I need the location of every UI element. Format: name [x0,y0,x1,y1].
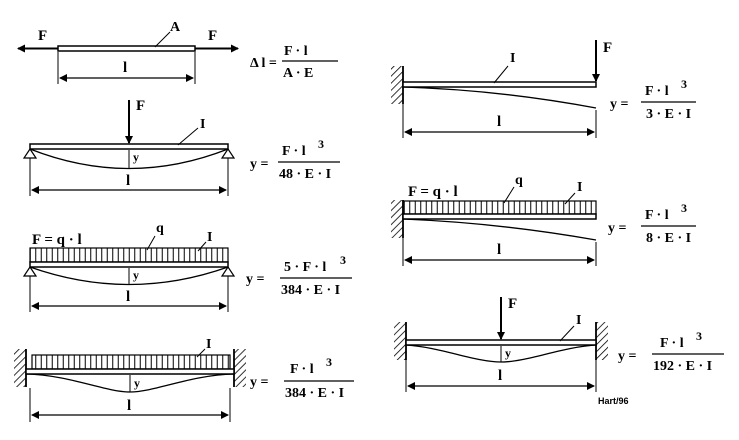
svg-text:y =: y = [246,272,265,287]
deflection-curve [402,218,597,241]
wall [391,66,403,104]
svg-text:F · l: F · l [290,362,314,377]
cantilever-uniform-formula: y = F · l 3 8 · E · I [608,201,696,246]
deflection-curve [29,148,229,170]
deflection-label: y [133,150,139,164]
fixed-point-formula: y = F · l 3 192 · E · I [618,329,724,374]
beam [405,339,597,346]
svg-text:F · l: F · l [282,144,306,159]
distributed-load [402,200,597,215]
cantilever-point-formula: y = F · l 3 3 · E · I [610,77,696,122]
inertia-label: I [576,313,581,328]
area-leader [154,31,171,48]
beam [25,368,235,375]
svg-text:A · E: A · E [283,66,313,81]
inertia-label: I [510,51,515,66]
force-label: F [603,40,612,56]
inertia-leader [177,127,199,146]
load-label: q [515,173,523,188]
beam [402,81,597,88]
svg-text:F · l: F · l [660,336,684,351]
axial-formula: Δ l = F · l A · E [250,44,338,81]
deflection-label: y [133,268,139,282]
simple-beam-uniform-load-case: F = q · l q I y l y = 5 · F · l 3 384 · … [22,221,352,312]
length-label: l [497,242,501,258]
wall-left [14,349,26,387]
deflection-curve [402,86,597,109]
svg-text:y =: y = [608,221,627,236]
svg-text:y =: y = [250,157,269,172]
force-label-right: F [208,28,217,44]
inertia-label: I [207,230,212,245]
inertia-label: I [206,337,211,352]
cantilever-point-load-case: F I l y = F · l 3 3 · E · I [391,40,696,138]
length-label: l [126,173,130,189]
svg-text:F · l: F · l [645,84,669,99]
svg-text:3: 3 [681,77,687,91]
axial-bar-case: F F A l Δ l = F · l A · E [17,20,338,84]
fixed-beam-uniform-load-case: I y l y = F · l 3 384 · E · I [14,337,354,422]
length-label: l [498,368,502,384]
wall-left [394,322,406,360]
wall [391,200,403,238]
svg-text:192 · E · I: 192 · E · I [653,359,712,374]
load-label: q [156,221,164,236]
load-equation: F = q · l [408,184,458,200]
svg-text:3: 3 [696,329,702,343]
wall-right [234,349,246,387]
area-label: A [170,20,181,35]
svg-text:3: 3 [326,355,332,369]
simple-uniform-formula: y = 5 · F · l 3 384 · E · I [246,253,352,298]
deflection-label: y [134,376,140,390]
svg-text:3 · E · I: 3 · E · I [646,107,691,122]
fixed-uniform-formula: y = F · l 3 384 · E · I [250,355,354,401]
simple-point-formula: y = F · l 3 48 · E · I [250,137,340,182]
beam [29,261,229,268]
fixed-beam-point-load-case: F I y l y = F · l 3 192 · E · I [394,296,724,392]
signature: Hart/96 [598,396,629,406]
svg-text:384 · E · I: 384 · E · I [281,283,340,298]
load-equation: F = q · l [32,232,82,248]
svg-text:8 · E · I: 8 · E · I [646,231,691,246]
bar [57,45,196,52]
svg-text:y =: y = [250,375,269,390]
wall-right [596,322,608,360]
svg-text:F · l: F · l [284,44,308,59]
beam [29,143,229,150]
length-label: l [127,398,131,414]
force-label: F [508,296,517,312]
svg-text:384 · E · I: 384 · E · I [285,386,344,401]
force-label: F [136,98,145,114]
length-label: l [126,289,130,305]
svg-text:3: 3 [681,201,687,215]
inertia-label: I [200,117,205,132]
force-label-left: F [38,28,47,44]
svg-text:y =: y = [610,97,629,112]
length-label: l [123,60,127,76]
length-label: l [497,114,501,130]
svg-text:Δ l =: Δ l = [250,56,277,71]
svg-text:3: 3 [318,137,324,151]
beam [402,213,597,220]
simple-beam-point-load-case: F y I l y = F · l 3 48 · E · I [22,98,340,196]
deflection-label: y [505,346,511,360]
cantilever-uniform-load-case: F = q · l q I l y = F · l 3 8 · E · I [391,173,696,266]
distributed-load [31,354,231,370]
deflection-curve [29,266,229,286]
svg-text:5 · F · l: 5 · F · l [284,260,326,275]
svg-text:3: 3 [340,253,346,267]
svg-text:F · l: F · l [645,208,669,223]
svg-text:y =: y = [618,349,637,364]
inertia-label: I [577,180,582,195]
svg-text:48 · E · I: 48 · E · I [279,167,331,182]
